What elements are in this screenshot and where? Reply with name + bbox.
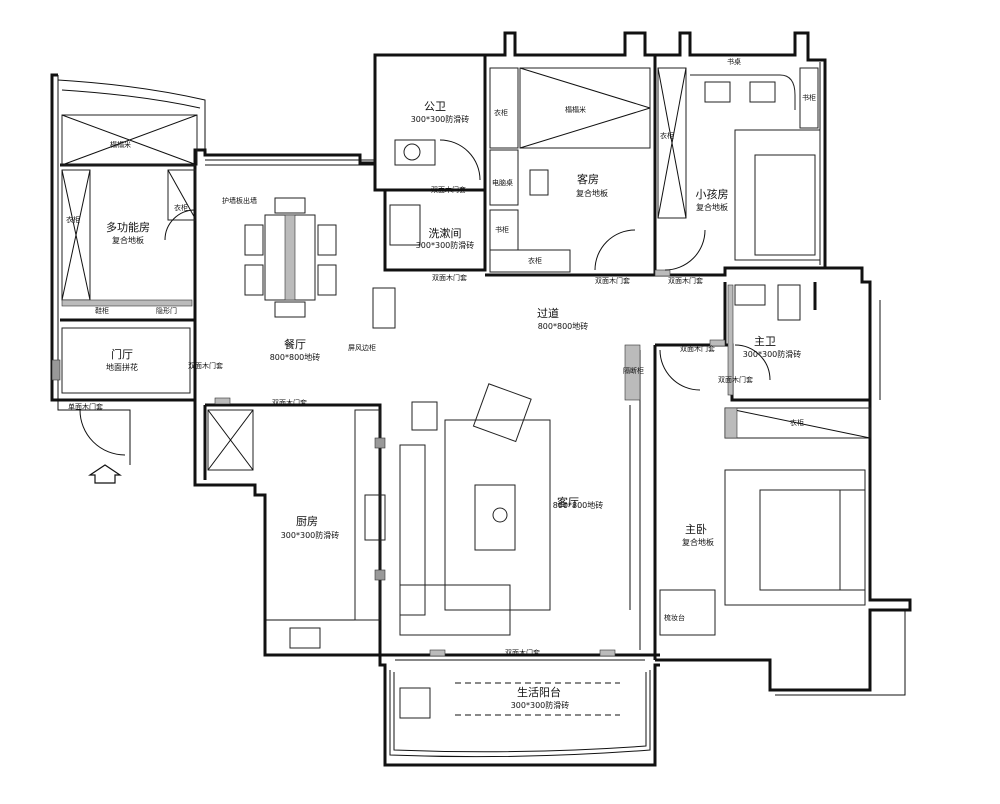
bookcase-guest-label: 书柜 (495, 225, 509, 234)
tatami-multi-label: 榻榻米 (110, 140, 131, 149)
desk-label: 书桌 (727, 57, 741, 66)
room-labels: 公卫 300*300防滑砖 洗漱间 300*300防滑砖 客房 复合地板 榻榻米… (66, 57, 816, 710)
living-label: 客厅 (557, 495, 579, 509)
living-tile: 800*800地砖 (553, 500, 604, 510)
guest-floor: 复合地板 (576, 188, 608, 198)
guest-label: 客房 (577, 172, 599, 186)
public-wc-label: 公卫 (424, 100, 446, 113)
kitchen-tile: 300*300防滑砖 (281, 530, 340, 540)
furniture (51, 67, 871, 719)
door-wood-2: 双面木门套 (432, 273, 467, 282)
wash-tile: 300*300防滑砖 (416, 240, 475, 250)
door-wood-5: 双面木门套 (680, 344, 715, 353)
cab-living-label: 隔断柜 (623, 366, 644, 375)
dressing-label: 梳妆台 (664, 613, 685, 622)
wardrobe-study-label: 衣柜 (660, 131, 674, 140)
master-wc-label: 主卫 (754, 335, 776, 348)
screen-label: 屏风边柜 (348, 343, 376, 352)
door-wood-4: 双面木门套 (668, 276, 703, 285)
door-wood-8: 单面木门套 (68, 402, 103, 411)
pc-desk-label: 电脑桌 (492, 178, 513, 187)
kitchen-label: 厨房 (296, 515, 318, 528)
wardrobe-master-label: 衣柜 (790, 418, 804, 427)
door-wood-7: 双面木门套 (505, 648, 540, 657)
shoe-cab-label: 鞋柜 (95, 306, 109, 315)
wardrobe-guest2-label: 衣柜 (494, 108, 508, 117)
dining-label: 餐厅 (284, 337, 306, 351)
master-wc-tile: 300*300防滑砖 (743, 349, 802, 359)
door-wood-10: 双面木门套 (188, 361, 223, 370)
wardrobe-multi1-label: 衣柜 (66, 215, 80, 224)
multi-floor: 复合地板 (112, 235, 144, 245)
door-wood-3: 双面木门套 (595, 276, 630, 285)
wardrobe-guest-label: 衣柜 (528, 256, 542, 265)
study-label: 小孩房 (696, 188, 729, 201)
dining-tile: 800*800地砖 (270, 352, 321, 362)
bookcase-study-label: 书柜 (802, 93, 816, 102)
study-floor: 复合地板 (696, 202, 728, 212)
corridor-label: 过道 (537, 306, 559, 320)
door-wood-1: 双面木门套 (431, 185, 466, 194)
hall-floor: 地面拼花 (106, 362, 138, 372)
hall-label: 门厅 (111, 347, 133, 361)
corridor-tile: 800*800地砖 (538, 321, 589, 331)
wardrobe-multi2-label: 衣柜 (174, 203, 188, 212)
door-wood-6: 双面木门套 (272, 398, 307, 407)
door-wood-9: 双面木门套 (718, 375, 753, 384)
balcony-tile: 300*300防滑砖 (511, 700, 570, 710)
multi-label: 多功能房 (106, 220, 150, 234)
master-bed-label: 主卧 (685, 523, 707, 536)
master-floor: 复合地板 (682, 537, 714, 547)
hidden-door-label: 隐形门 (156, 306, 177, 315)
tatami-guest-label: 榻榻米 (565, 105, 586, 114)
balcony-label: 生活阳台 (517, 685, 561, 699)
door-swings (79, 139, 771, 456)
wall-guard-label: 护墙板出墙 (222, 196, 257, 205)
public-wc-tile: 300*300防滑砖 (411, 114, 470, 124)
entrance-arrow-icon (88, 464, 122, 484)
wash-label: 洗漱间 (429, 227, 462, 240)
